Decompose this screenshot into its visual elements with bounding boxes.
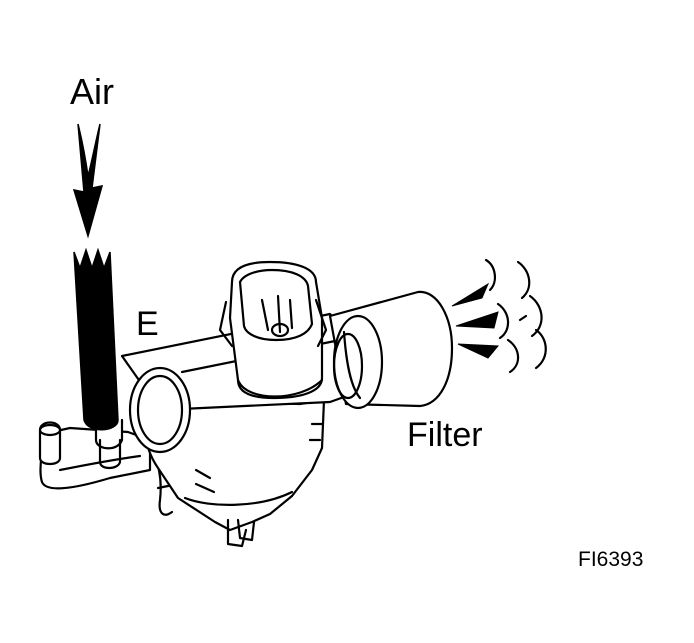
air-discharge-arrow-icon (451, 282, 500, 359)
figure-code: FI6393 (578, 548, 644, 571)
electrical-connector (218, 260, 328, 400)
filter-label: Filter (407, 416, 483, 454)
air-label: Air (70, 71, 114, 112)
air-flow-arrow-icon (72, 123, 119, 431)
air-dispersion-wave-icon (484, 258, 547, 374)
filter-cap (328, 290, 454, 410)
port-e-label: E (136, 305, 159, 343)
